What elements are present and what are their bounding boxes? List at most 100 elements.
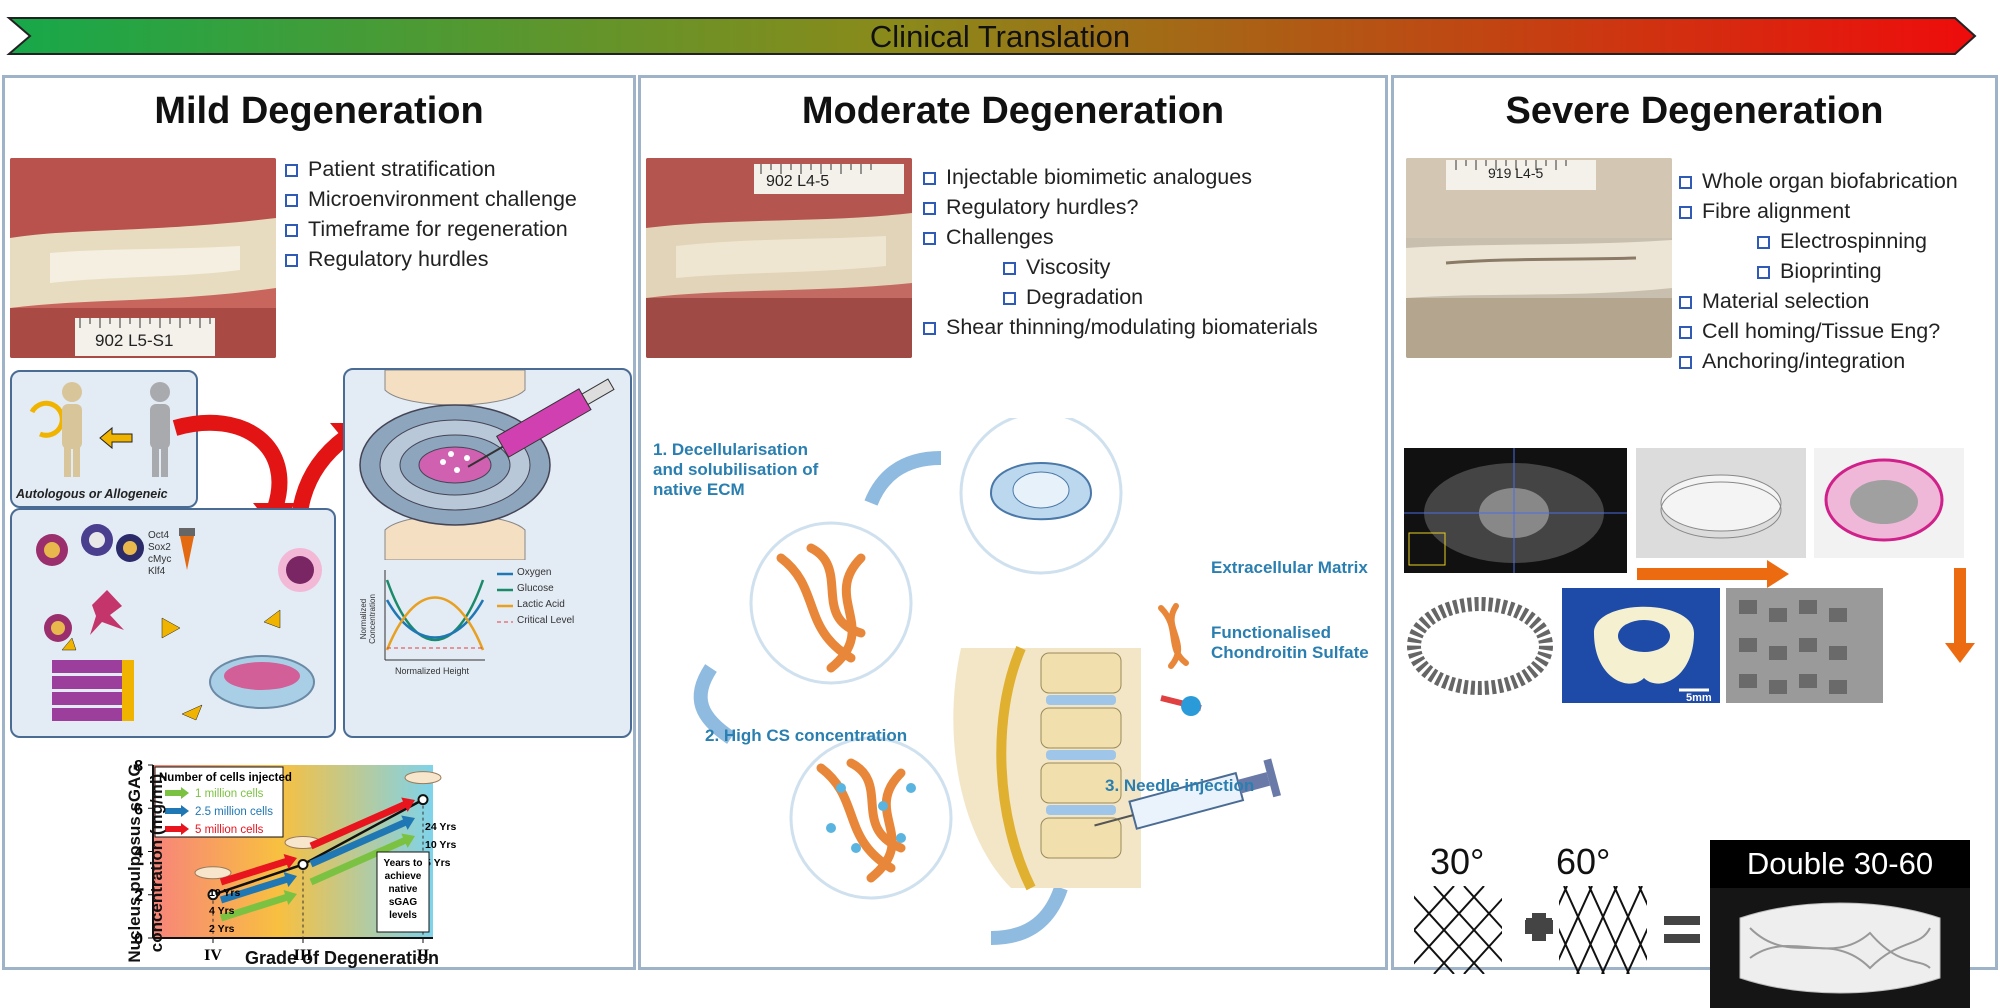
biofabrication-workflow [1404, 448, 1975, 703]
years-annotation: 24 Yrs [425, 821, 456, 833]
panel-title: Severe Degeneration [1505, 90, 1884, 132]
checkbox-icon [923, 232, 936, 245]
years-note-text: levels [389, 910, 417, 921]
photo-label: 919 L4-5 [1488, 165, 1544, 181]
x-tick-label: III [294, 947, 313, 964]
bullet-item: Cell homing/Tissue Eng? [1679, 316, 1958, 346]
panel-title: Moderate Degeneration [801, 90, 1225, 132]
checkbox-icon [923, 202, 936, 215]
checkbox-icon [1757, 266, 1770, 279]
mini-x-axis-label: Normalized Height [395, 666, 470, 676]
bullet-subitem: Bioprinting [1679, 256, 1958, 286]
factor-label: Sox2 [148, 542, 171, 553]
photo-label: 902 L5-S1 [95, 331, 174, 350]
clinical-translation-banner [6, 17, 1977, 55]
legend-box [154, 766, 284, 838]
cell-source-label: Autologous or Allogeneic [16, 487, 168, 501]
panel-severe: Severe Degeneration 919 L4-5 Whole organ… [1391, 75, 1998, 1008]
y-tick-label: 8 [134, 758, 143, 775]
concentration-plot [384, 570, 513, 661]
growth-arrow-head [401, 797, 415, 812]
growth-arrow [309, 800, 410, 850]
disc-photo-moderate: 902 L4-5 [646, 158, 912, 358]
y-tick-label: 4 [134, 845, 143, 862]
checkbox-icon [923, 322, 936, 335]
years-annotation: 10 Yrs [209, 887, 240, 899]
checkbox-icon [1679, 356, 1692, 369]
bullet-item: Microenvironment challenge [285, 184, 577, 214]
growth-arrow-head [401, 833, 415, 848]
checkbox-icon [1679, 296, 1692, 309]
panel-mild: Mild Degeneration 902 L5-S1 Patient stra… [2, 75, 636, 970]
growth-arrow [309, 836, 410, 886]
bullet-item: Regulatory hurdles? [923, 192, 1318, 222]
years-note-box [376, 851, 430, 933]
disc-photo-severe: 919 L4-5 [1406, 158, 1672, 358]
growth-arrow [219, 893, 291, 922]
data-point [207, 889, 219, 901]
growth-arrow-head [401, 815, 415, 830]
disc-photo-mild: 902 L5-S1 [10, 158, 276, 358]
disc-icon [194, 866, 232, 880]
checkbox-icon [285, 194, 298, 207]
chart-y-label-1: Nucleus pulposus sGAG [125, 763, 144, 963]
factor-label: cMyc [148, 554, 172, 565]
legend-entry: 1 million cells [195, 788, 264, 800]
checkbox-icon [285, 254, 298, 267]
mini-y-axis-label: Normalized Concentration [359, 594, 377, 644]
banner-title: Clinical Translation [869, 19, 1131, 54]
bullet-item: Timeframe for regeneration [285, 214, 577, 244]
bullet-subitem: Viscosity [923, 252, 1318, 282]
bullet-item: Whole organ biofabrication [1679, 166, 1958, 196]
bullet-item: Patient stratification [285, 154, 577, 184]
bullet-item: Regulatory hurdles [285, 244, 577, 274]
bullet-subitem: Electrospinning [1679, 226, 1958, 256]
result-label: Double 30-60 [1710, 840, 1970, 888]
years-note-text: Years to [384, 858, 423, 869]
disc-microenvironment-box: Oxygen Glucose Lactic Acid Critical Leve… [343, 368, 632, 738]
growth-arrow-head [283, 853, 297, 870]
legend-oxygen: Oxygen [517, 567, 552, 578]
disc-injection-illustration [359, 369, 615, 561]
data-point [417, 794, 429, 806]
checkbox-icon [285, 164, 298, 177]
cell-source-box: Autologous or Allogeneic [10, 370, 198, 508]
checkbox-icon [1003, 262, 1016, 275]
bullet-subitem: Degradation [923, 282, 1318, 312]
severe-bullet-list: Whole organ biofabrication Fibre alignme… [1679, 166, 1958, 376]
years-note-text: native [389, 884, 418, 895]
legend-entry: 2.5 million cells [195, 806, 273, 818]
fiber-patterns [1414, 886, 1700, 974]
growth-arrow-head [283, 871, 297, 888]
years-annotation: 4 Yrs [209, 905, 235, 917]
legend-ecm: Extracellular Matrix [1211, 558, 1368, 577]
bullet-item: Fibre alignment [1679, 196, 1958, 226]
scale-bar-label: 5mm [1686, 692, 1712, 704]
y-tick-label: 2 [134, 888, 143, 905]
angle-60-label: 60° [1556, 841, 1611, 882]
growth-arrow [219, 875, 291, 904]
factor-label: Oct4 [148, 530, 170, 541]
years-annotation: 5 Yrs [425, 857, 451, 869]
checkbox-icon [1757, 236, 1770, 249]
growth-arrow-head [283, 889, 297, 906]
ecm-injection-diagram [693, 418, 1282, 945]
result-photo: Double 30-60 [1710, 840, 1970, 1008]
factor-label: Klf4 [148, 566, 166, 577]
checkbox-icon [285, 224, 298, 237]
y-tick-label: 6 [134, 801, 143, 818]
y-tick-label: 0 [134, 931, 143, 948]
x-tick-label: II [417, 947, 429, 964]
panel-title: Mild Degeneration [154, 90, 484, 132]
stem-cell-box: Oct4 Sox2 cMyc Klf4 [10, 508, 336, 738]
legend-cs: Functionalised Chondroitin Sulfate [1211, 623, 1369, 662]
data-point [297, 858, 309, 870]
bullet-item: Challenges [923, 222, 1318, 252]
legend-entry: 5 million cells [195, 824, 264, 836]
legend-lactic-acid: Lactic Acid [517, 599, 565, 610]
legend-title: Number of cells injected [159, 772, 292, 784]
chart-y-label-2: concentration (mg/ml) [147, 773, 166, 953]
bullet-item: Injectable biomimetic analogues [923, 162, 1318, 192]
checkbox-icon [1003, 292, 1016, 305]
angle-30-label: 30° [1430, 841, 1485, 882]
